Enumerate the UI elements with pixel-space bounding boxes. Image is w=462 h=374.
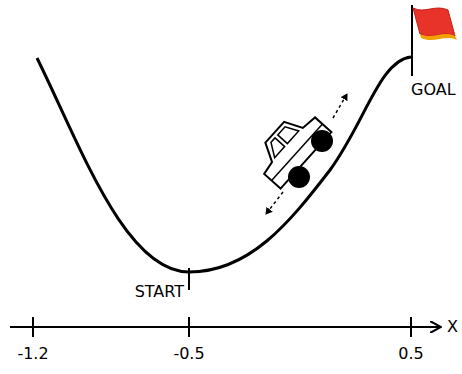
wheel	[311, 130, 333, 152]
forward-arrow	[333, 94, 347, 118]
flag-shade	[420, 34, 457, 40]
tick-label: 0.5	[398, 346, 423, 362]
x-axis	[10, 326, 440, 328]
tick-label: -0.5	[173, 346, 204, 362]
start-label: START	[135, 284, 184, 300]
tick-label: -1.2	[17, 346, 48, 362]
backward-arrow	[266, 192, 283, 214]
start-tick	[188, 268, 190, 290]
axis-tick	[32, 317, 34, 337]
flag-pole	[411, 5, 413, 76]
wheel	[288, 166, 310, 188]
axis-tick	[188, 317, 190, 337]
axis-tick	[410, 317, 412, 337]
goal-label: GOAL	[411, 82, 456, 98]
axis-name: X	[447, 319, 458, 335]
goal-flag	[413, 8, 455, 36]
valley-curve	[37, 57, 411, 272]
